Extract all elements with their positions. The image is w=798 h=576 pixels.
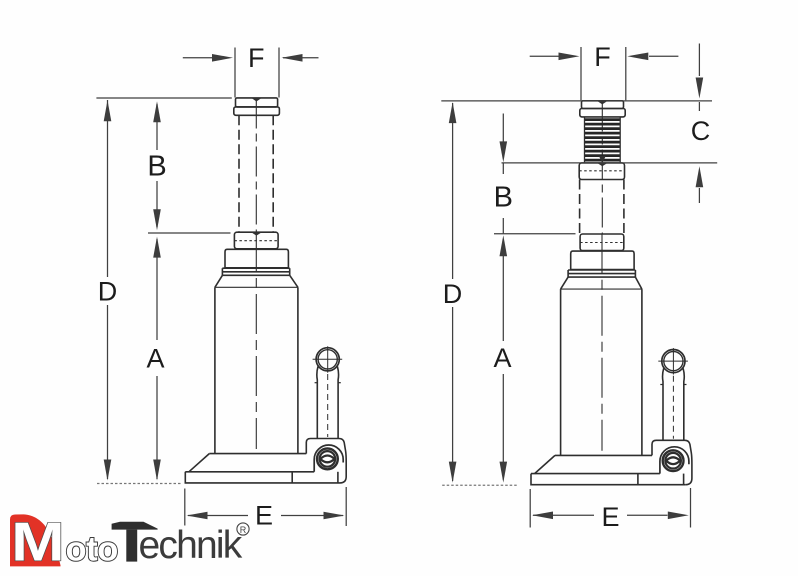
svg-text:B: B [494,182,513,214]
svg-text:C: C [691,116,711,146]
svg-text:D: D [443,279,463,309]
svg-text:E: E [255,501,273,531]
svg-text:B: B [147,151,166,183]
svg-text:E: E [601,502,619,532]
svg-text:A: A [493,343,511,373]
svg-text:A: A [146,344,164,374]
svg-text:F: F [248,43,265,73]
svg-text:R: R [240,525,247,535]
svg-text:echnik: echnik [139,524,243,567]
svg-text:oto: oto [66,530,118,568]
svg-text:F: F [594,42,611,72]
svg-text:M: M [11,511,65,573]
svg-text:D: D [98,277,118,307]
